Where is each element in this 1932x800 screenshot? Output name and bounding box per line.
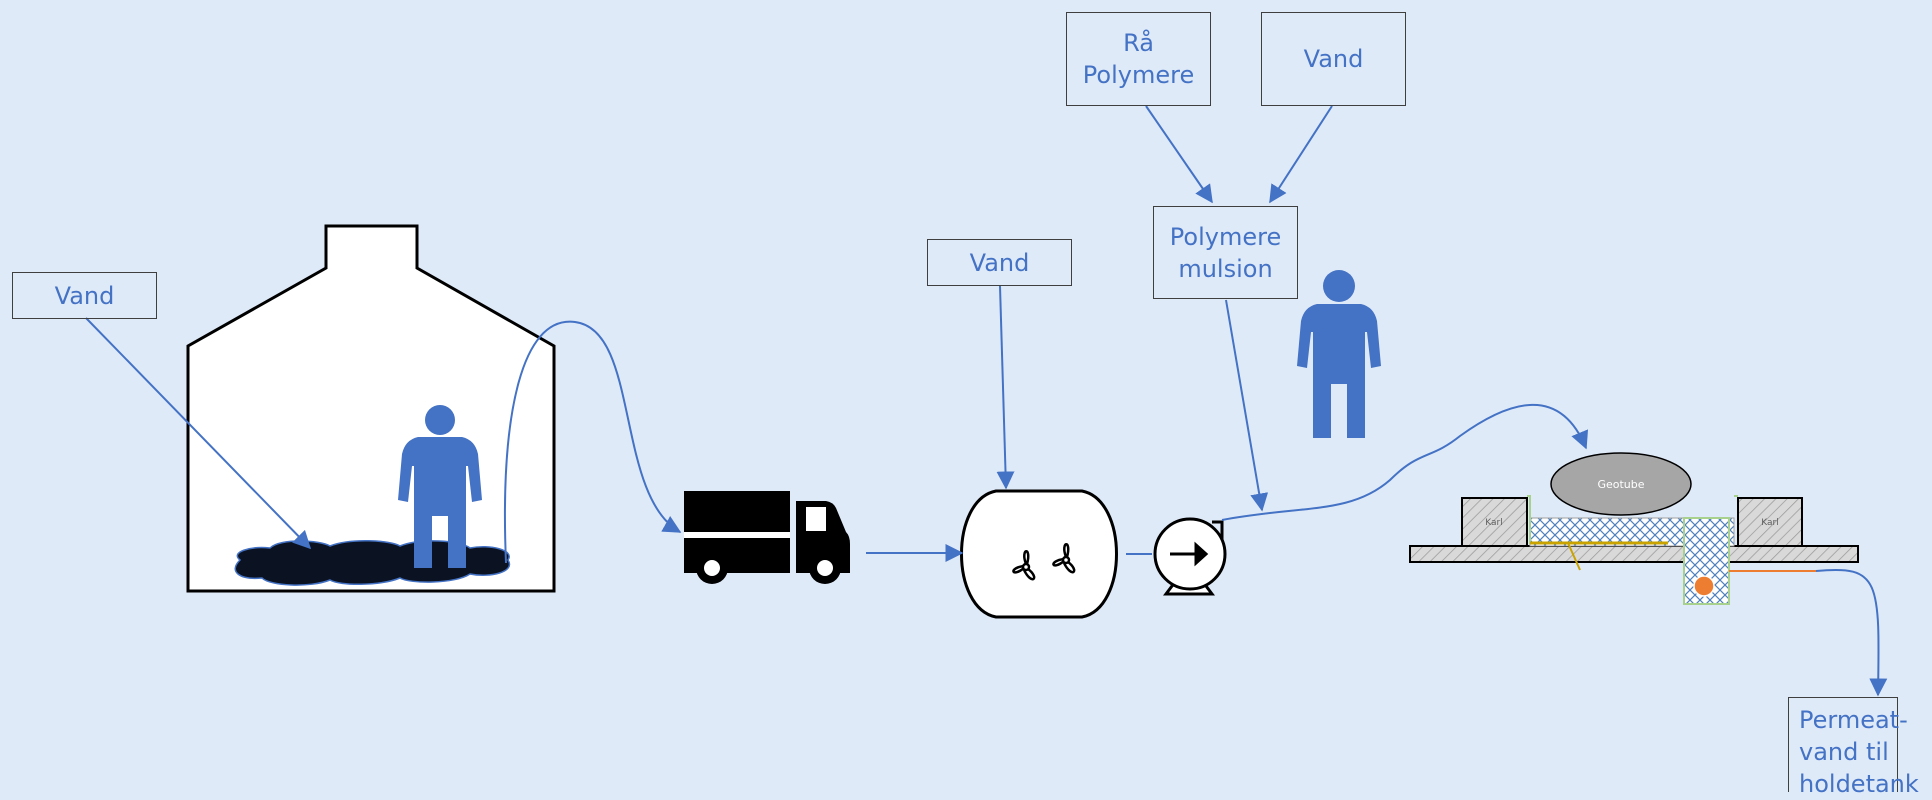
building-icon	[186, 224, 556, 593]
geotube-label: Geotube	[1597, 478, 1644, 491]
arrow-raa-polymere-to-emulsion	[1145, 105, 1213, 204]
karl-left-label: Karl	[1485, 518, 1502, 528]
flow-connectors	[85, 105, 1888, 697]
arrow-emulsion-to-pump-line	[1225, 299, 1269, 512]
spill-puddle-icon	[234, 539, 511, 586]
arrow-vand-to-spill	[85, 317, 312, 550]
vand-center-box: Vand	[927, 239, 1072, 286]
arrow-vand-top-to-emulsion	[1269, 105, 1333, 204]
permeat-box: Permeat- vand til holdetank	[1788, 697, 1919, 798]
geotube-bed-icon: Geotube Karl Karl	[1409, 452, 1859, 605]
arrow-pump-to-geotube	[1221, 403, 1589, 521]
arrow-building-to-truck	[503, 320, 682, 564]
arrow-bed-to-permeat	[1815, 568, 1888, 697]
geotube	[1550, 452, 1692, 516]
person-icon	[1297, 270, 1381, 438]
truck-icon	[684, 491, 850, 584]
vand-left-box: Vand	[12, 272, 157, 319]
person-icon	[398, 405, 482, 568]
arrow-vand-to-tank	[996, 285, 1015, 490]
polymer-emulsion-box: Polymere mulsion	[1153, 206, 1298, 299]
karl-right-label: Karl	[1761, 518, 1778, 528]
pump-icon	[1153, 517, 1227, 596]
mixing-tank-icon	[960, 489, 1118, 619]
raa-polymere-box: Rå Polymere	[1066, 12, 1211, 106]
vand-top-box: Vand	[1261, 12, 1406, 106]
